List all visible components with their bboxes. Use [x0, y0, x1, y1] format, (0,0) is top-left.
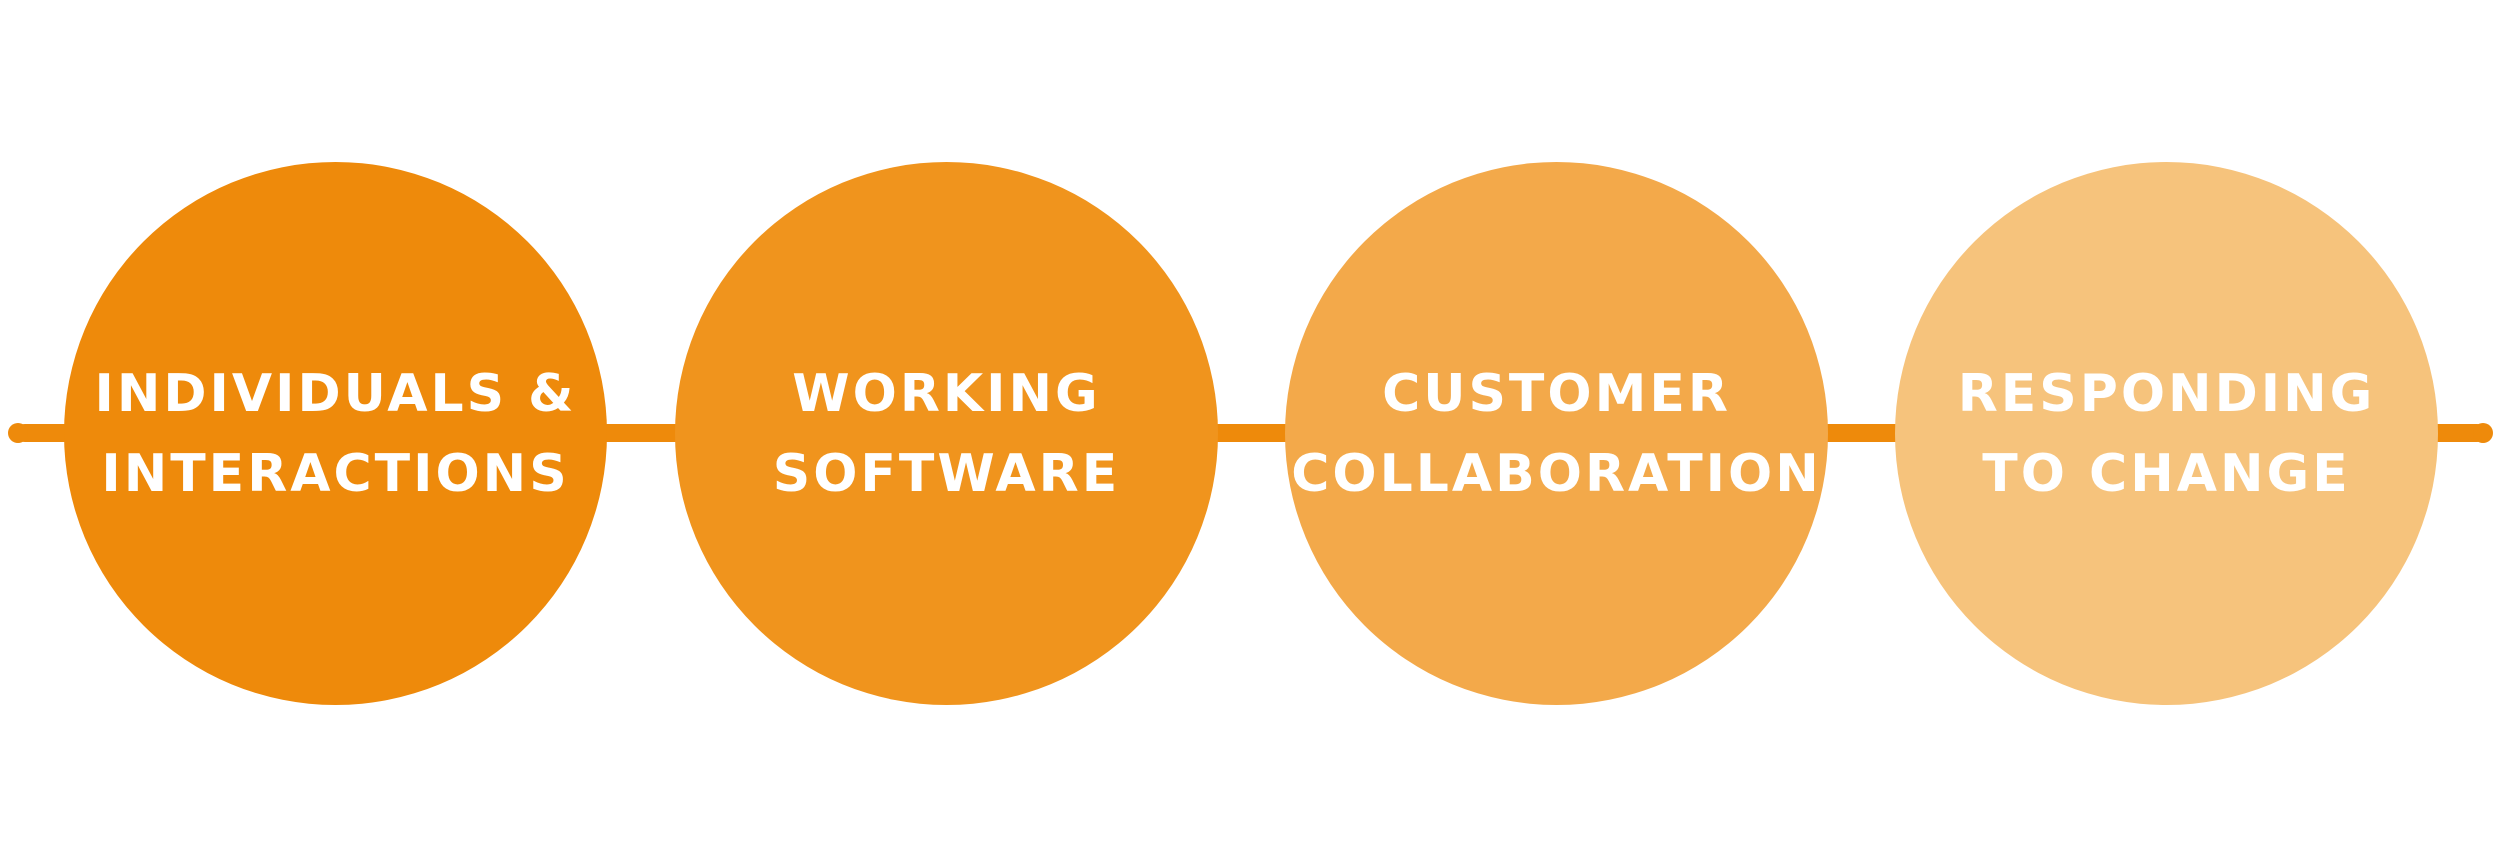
- connector-line: [16, 424, 2486, 442]
- circle-2-line-2: SOFTWARE: [772, 443, 1121, 504]
- circle-3-line-2: COLLABORATION: [1291, 443, 1822, 504]
- circle-working-software: WORKING SOFTWARE: [675, 162, 1218, 705]
- line-end-dot: [2473, 423, 2493, 443]
- line-start-dot: [8, 423, 28, 443]
- circle-4-line-2: TO CHANGE: [1982, 443, 2351, 504]
- circle-responding-to-change: RESPONDING TO CHANGE: [1895, 162, 2438, 705]
- circle-customer-collaboration: CUSTOMER COLLABORATION: [1285, 162, 1828, 705]
- circle-2-line-1: WORKING: [792, 363, 1101, 424]
- circle-1-line-2: INTERACTIONS: [101, 443, 570, 504]
- circle-1-line-1: INDIVIDUALS &: [94, 363, 577, 424]
- circle-individuals-interactions: INDIVIDUALS & INTERACTIONS: [64, 162, 607, 705]
- circle-3-line-1: CUSTOMER: [1382, 363, 1731, 424]
- circle-4-line-1: RESPONDING: [1957, 363, 2376, 424]
